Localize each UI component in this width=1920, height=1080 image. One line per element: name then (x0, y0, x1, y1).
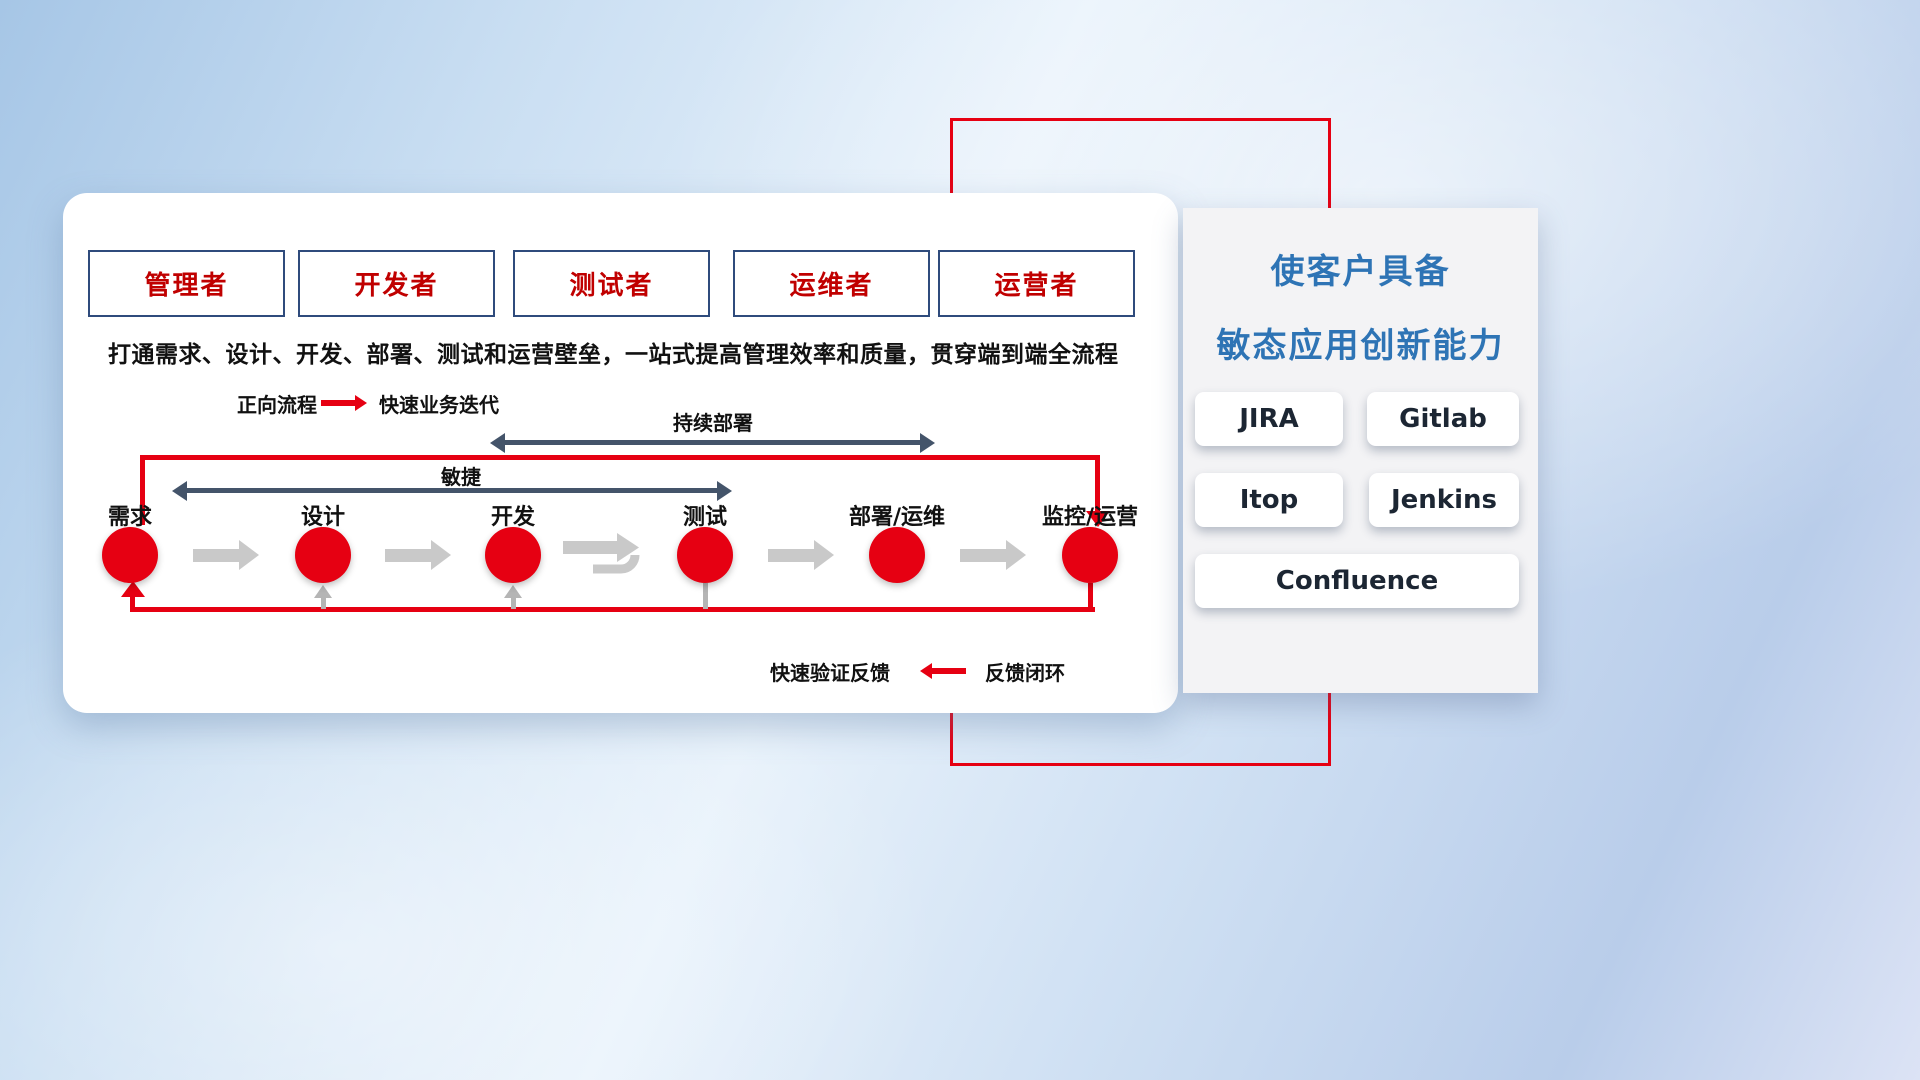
forward-legend-value: 快速业务迭代 (379, 393, 499, 417)
devops-workflow-card: 管理者 开发者 测试者 运维者 运营者 打通需求、设计、开发、部署、测试和运营壁… (63, 193, 1178, 713)
stage-label-testing: 测试 (682, 505, 728, 530)
stage-label-deploy-ops: 部署/运维 (848, 505, 946, 530)
feedback-loop-left-line (130, 597, 135, 609)
continuous-deployment-label: 持续部署 (673, 411, 753, 435)
flow-arrow-icon (960, 540, 1026, 570)
arrow-bar (960, 549, 1006, 562)
flow-node-requirements (102, 527, 158, 583)
feedback-loop-bottom-line (130, 607, 1095, 612)
arrow-head-right (717, 481, 732, 501)
flow-arrow-icon (385, 540, 451, 570)
arrow-head (920, 663, 932, 679)
feedback-line-design (321, 597, 326, 609)
feedback-arrow-development-icon (504, 585, 522, 598)
role-box-developer: 开发者 (298, 250, 495, 317)
feedback-line-testing (703, 583, 708, 609)
feedback-legend-value: 反馈闭环 (985, 661, 1065, 685)
stage-label-development: 开发 (490, 505, 536, 530)
agile-label: 敏捷 (441, 465, 481, 489)
arrow-bar (385, 549, 431, 562)
flow-node-development (485, 527, 541, 583)
feedback-legend-label: 快速验证反馈 (770, 661, 890, 685)
arrow-bar (768, 549, 814, 562)
arrow-head (1006, 540, 1026, 570)
iteration-arrow-icon (563, 533, 640, 574)
panel-title-line2: 敏态应用创新能力 (1216, 326, 1505, 366)
arrow-head-right (920, 433, 935, 453)
arrow-head (814, 540, 834, 570)
arrow-head-left (172, 481, 187, 501)
arrow-bar (932, 668, 966, 674)
tool-chip-confluence: Confluence (1195, 554, 1519, 608)
role-box-manager: 管理者 (88, 250, 285, 317)
tool-chip-itop: Itop (1195, 473, 1343, 527)
arrow-bar (193, 549, 239, 562)
flow-node-deploy-ops (869, 527, 925, 583)
feedback-loop-arrowhead-icon (121, 581, 145, 597)
arrow-head (431, 540, 451, 570)
flow-node-design (295, 527, 351, 583)
stage-label-monitor-operation: 监控/运营 (1041, 505, 1139, 530)
forward-legend-arrow-icon (321, 395, 367, 411)
arrow-bar (502, 440, 923, 445)
tool-chip-gitlab: Gitlab (1367, 392, 1519, 446)
panel-title-line1: 使客户具备 (1270, 252, 1451, 292)
tool-chip-jenkins: Jenkins (1369, 473, 1519, 527)
forward-loop-right-line (1095, 455, 1100, 513)
flow-arrow-icon (193, 540, 259, 570)
forward-loop-arrowhead-icon (1086, 511, 1110, 527)
agile-range-arrow-icon (172, 481, 732, 501)
flow-node-testing (677, 527, 733, 583)
role-box-operator: 运营者 (938, 250, 1135, 317)
arrow-head (239, 540, 259, 570)
role-box-tester: 测试者 (513, 250, 710, 317)
stage-label-design: 设计 (300, 505, 346, 530)
flow-node-monitor-operation (1062, 527, 1118, 583)
feedback-arrow-design-icon (314, 585, 332, 598)
arrow-head (355, 395, 367, 411)
role-box-ops: 运维者 (733, 250, 930, 317)
continuous-deployment-range-arrow-icon (490, 433, 935, 453)
feedback-line-development (511, 597, 516, 609)
forward-loop-top-line (140, 455, 1100, 460)
flow-arrow-icon (768, 540, 834, 570)
arrow-bar (184, 488, 720, 493)
capability-panel: 使客户具备 敏态应用创新能力 JIRA Gitlab Itop Jenkins … (1183, 208, 1538, 693)
arrow-head-left (490, 433, 505, 453)
workflow-description: 打通需求、设计、开发、部署、测试和运营壁垒，一站式提高管理效率和质量，贯穿端到端… (108, 342, 1119, 368)
stage-label-requirements: 需求 (107, 505, 153, 530)
arrow-bar (321, 400, 355, 406)
tool-chip-jira: JIRA (1195, 392, 1343, 446)
forward-legend-label: 正向流程 (237, 393, 317, 417)
forward-loop-left-line (140, 455, 145, 525)
feedback-legend-arrow-icon (920, 663, 966, 679)
feedback-loop-right-line (1088, 583, 1093, 609)
